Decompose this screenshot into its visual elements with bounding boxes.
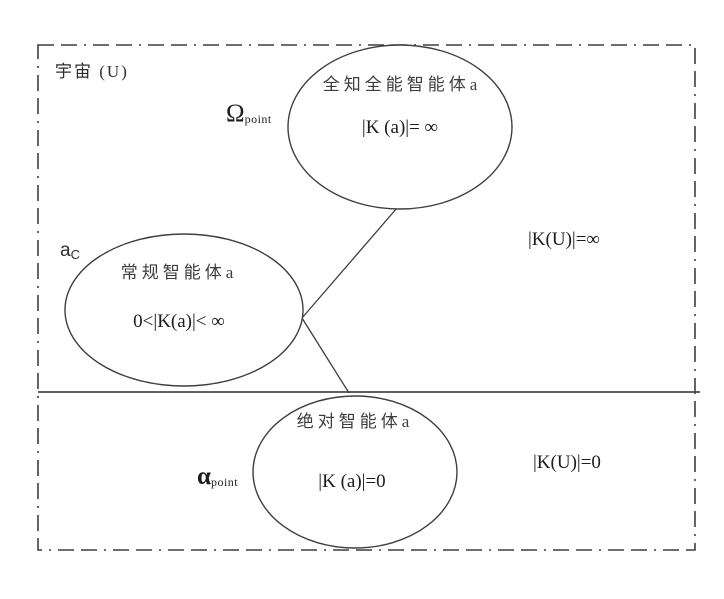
regular-title: 常规智能体a — [120, 263, 238, 282]
lower-region-formula: |K(U)|=0 — [533, 452, 601, 473]
universe-label: 宇宙 (U) — [55, 62, 129, 81]
upper-region-formula: |K(U)|=∞ — [528, 229, 600, 250]
omega-subscript: point — [244, 112, 272, 126]
omega-symbol: Ω — [226, 100, 245, 127]
ac-label: aC — [60, 240, 80, 262]
omega-point-label: Ωpoint — [226, 101, 272, 126]
omniscient-to-regular-connector — [301, 207, 398, 319]
regular-to-absolute-connector — [301, 317, 350, 394]
omniscient-title: 全知全能智能体a — [322, 75, 482, 94]
ac-subscript: C — [70, 247, 80, 262]
ac-symbol: a — [60, 240, 71, 261]
alpha-symbol: α — [197, 463, 211, 490]
absolute-formula: |K (a)|=0 — [318, 471, 386, 492]
absolute-title: 绝对智能体a — [296, 412, 414, 431]
alpha-subscript: point — [210, 475, 239, 489]
regular-ellipse — [64, 233, 304, 387]
regular-formula: 0<|K(a)|< ∞ — [133, 311, 225, 332]
universe-border — [37, 44, 696, 551]
omniscient-ellipse — [287, 44, 513, 210]
alpha-point-label: αpoint — [197, 464, 238, 489]
absolute-ellipse — [252, 395, 458, 549]
omniscient-formula: |K (a)|= ∞ — [361, 117, 439, 138]
